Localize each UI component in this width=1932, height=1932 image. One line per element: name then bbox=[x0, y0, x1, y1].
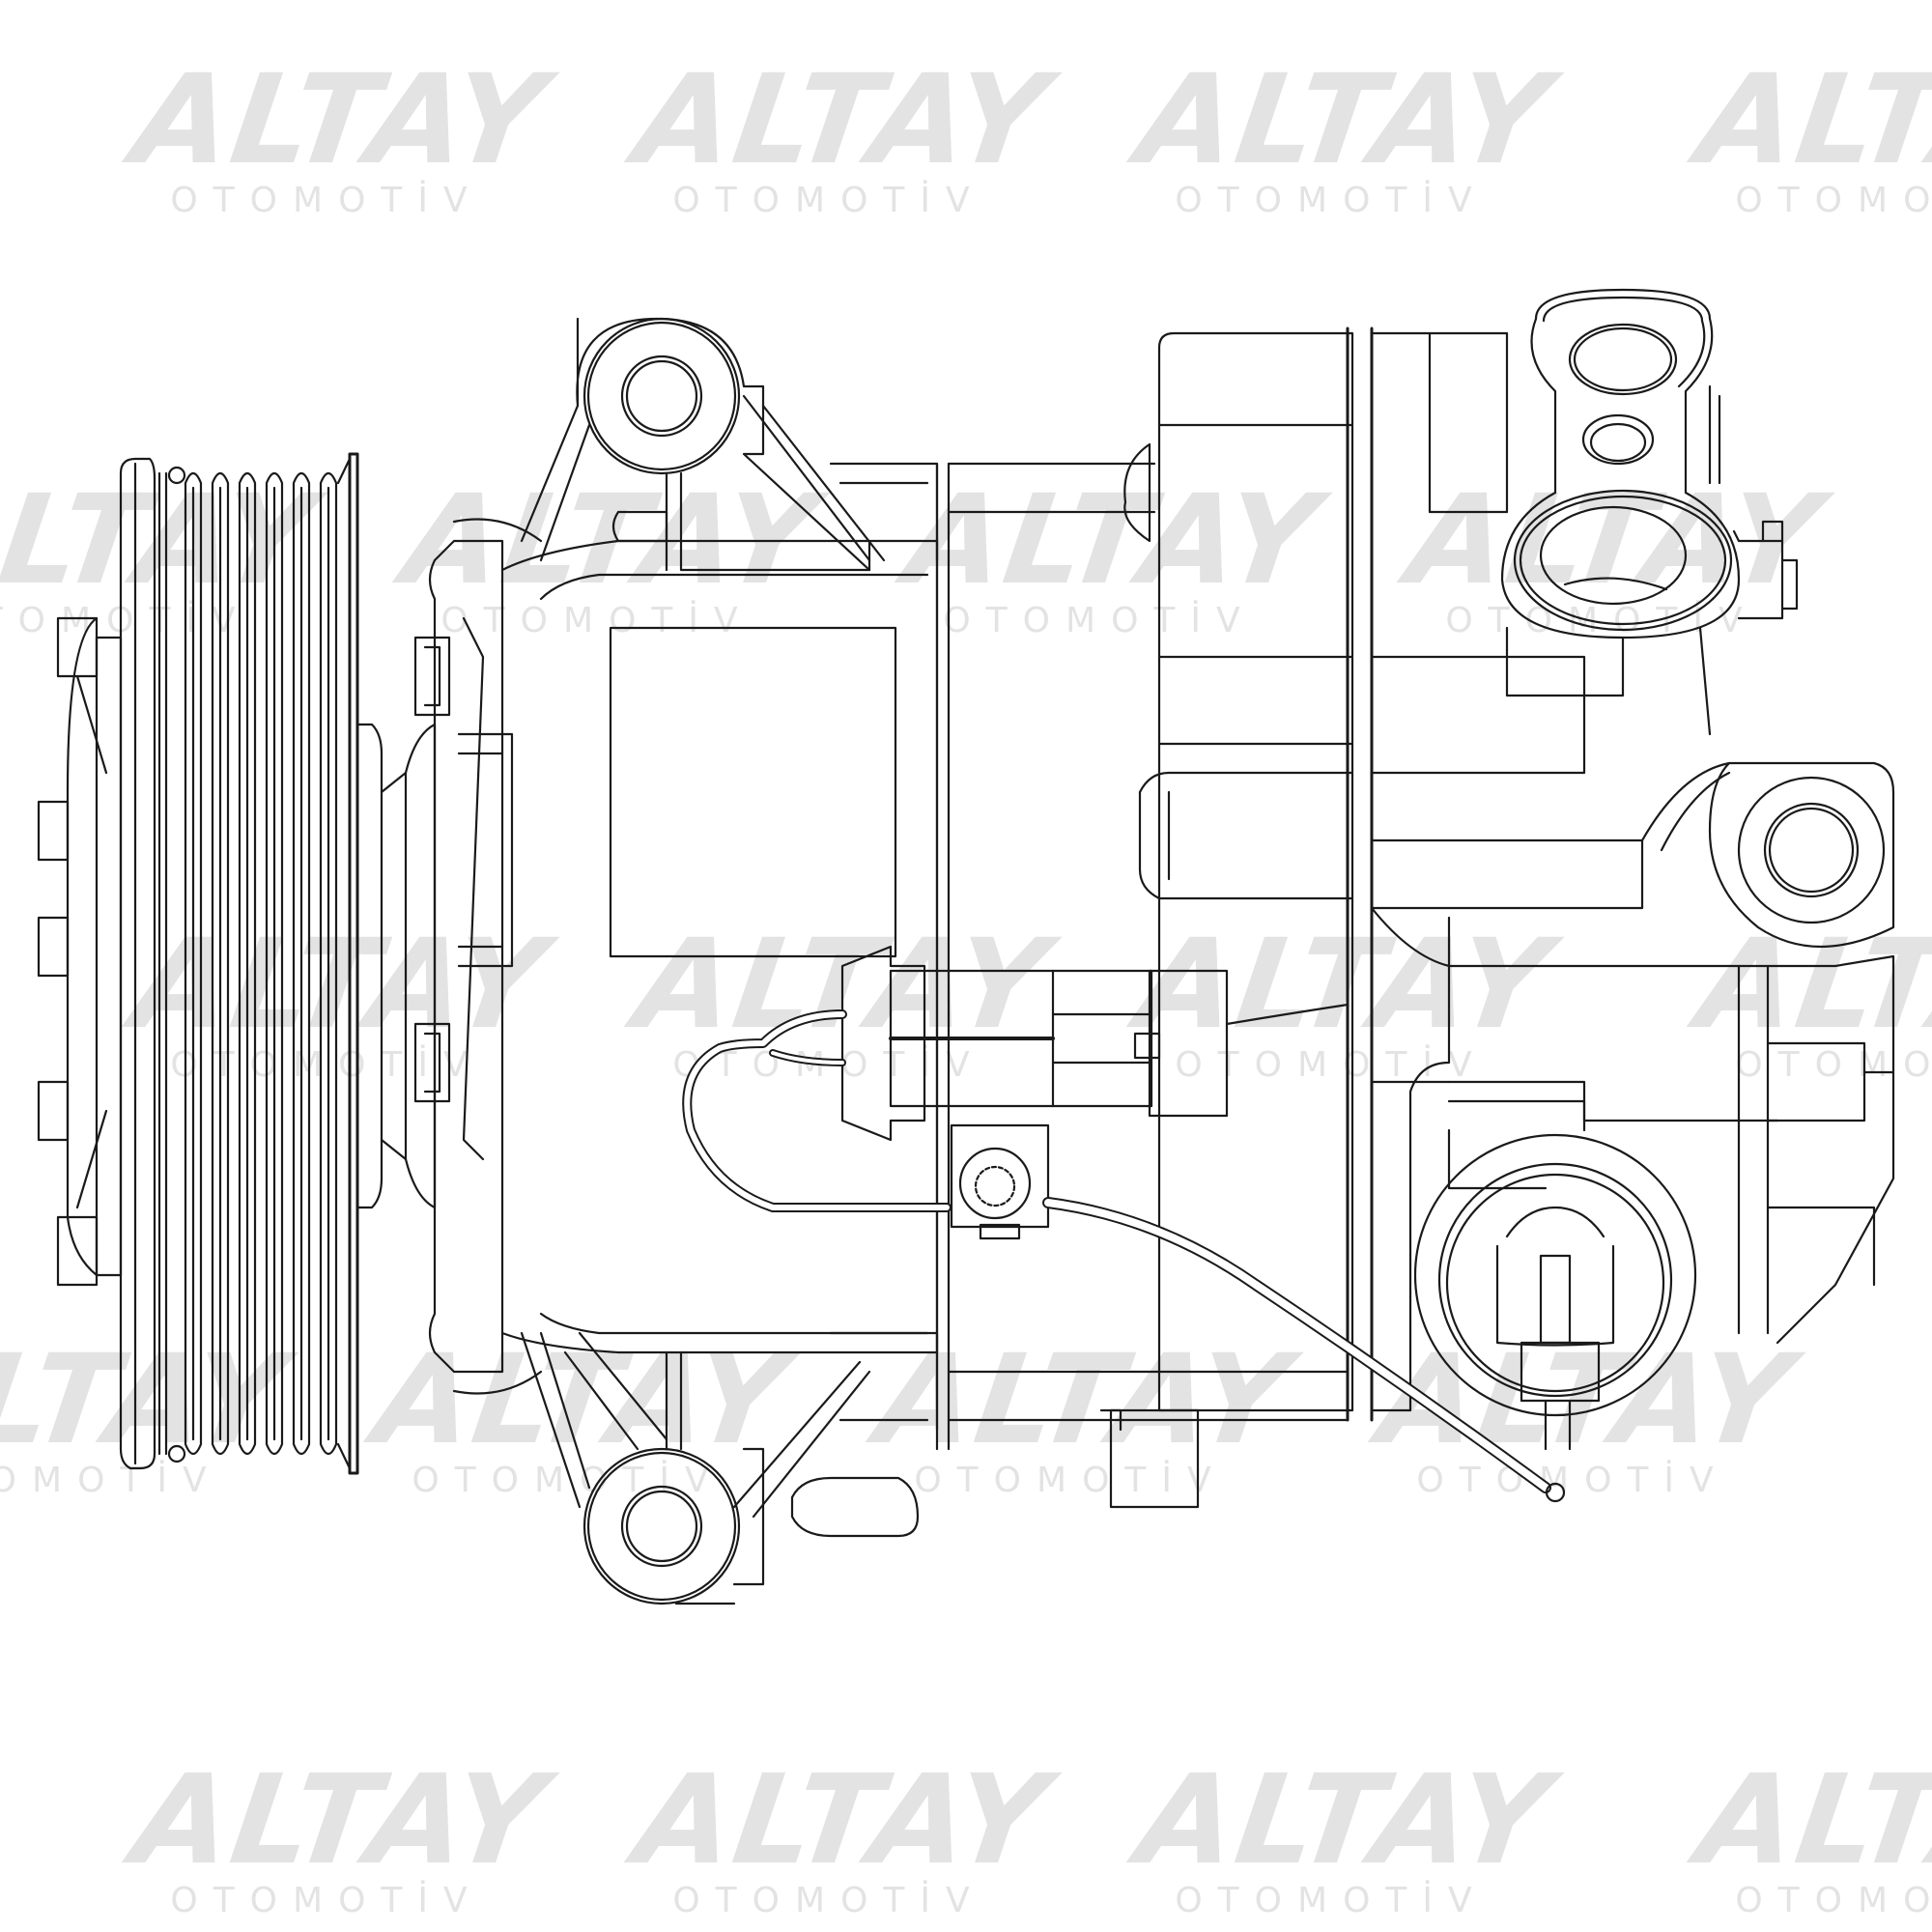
rear-housing bbox=[1140, 328, 1893, 1420]
control-valve-connector bbox=[1415, 1101, 1695, 1449]
label-plate bbox=[611, 628, 895, 956]
port-manifold bbox=[1502, 290, 1797, 734]
clutch-plate bbox=[39, 618, 121, 1285]
cylinder-block bbox=[937, 444, 1348, 1507]
pulley bbox=[121, 454, 357, 1473]
mount-ear-right bbox=[1642, 763, 1893, 947]
mount-ear-top bbox=[522, 319, 937, 570]
bolt-head bbox=[792, 1478, 918, 1536]
pulley-hub bbox=[357, 724, 435, 1208]
pulley-grooves bbox=[185, 459, 350, 1468]
electrical-connector bbox=[842, 947, 1348, 1140]
front-housing bbox=[415, 520, 937, 1394]
ground-bolt bbox=[952, 1125, 1048, 1238]
wire-harness bbox=[687, 1014, 1564, 1501]
boss-bottom bbox=[1111, 1410, 1198, 1507]
mount-ear-bottom bbox=[522, 1333, 937, 1604]
